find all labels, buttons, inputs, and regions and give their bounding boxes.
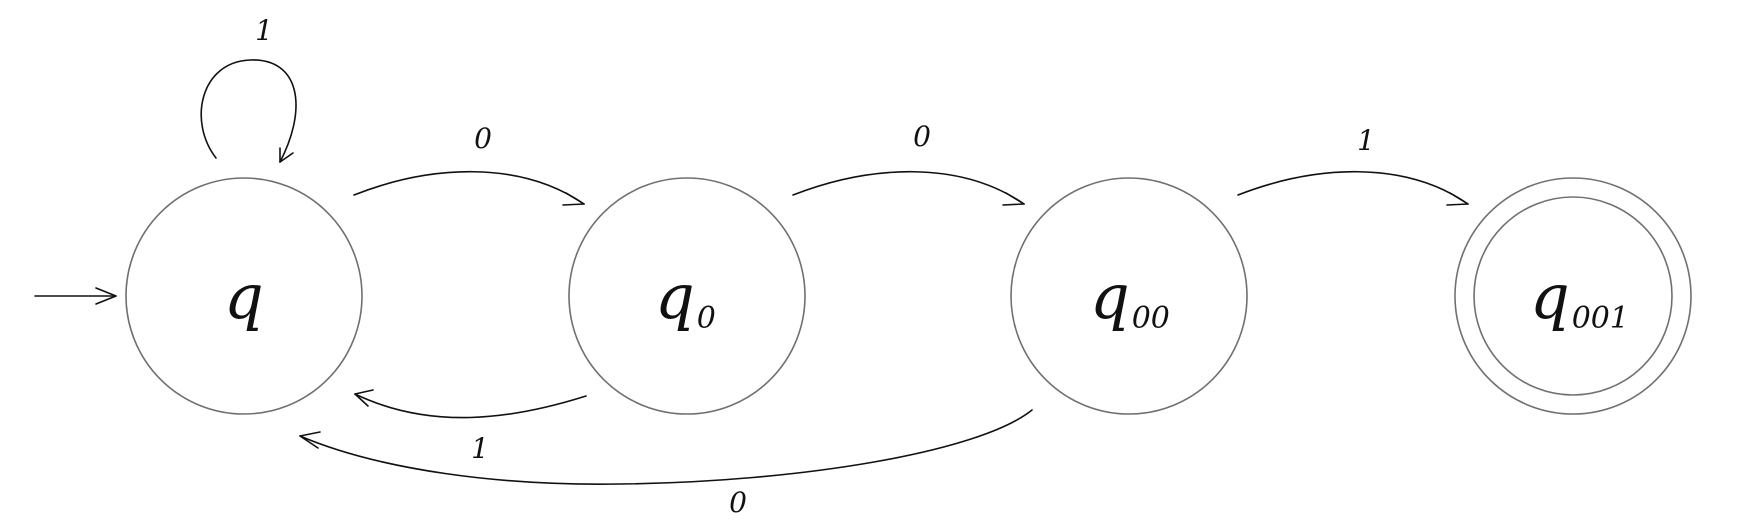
transition-q00-q001-label: 1 <box>1357 124 1375 157</box>
transition-q0-q00[interactable]: 0 <box>792 120 1025 206</box>
state-q001-outer-circle <box>1454 177 1692 415</box>
state-q[interactable]: q <box>125 177 363 415</box>
state-q001[interactable]: q001 <box>1454 177 1692 415</box>
state-q0[interactable]: q0 <box>568 177 806 415</box>
state-q00-label: q00 <box>1090 260 1170 336</box>
state-q0-label: q0 <box>655 260 716 336</box>
state-q0-circle <box>568 177 806 415</box>
transition-q-q0-label: 0 <box>474 122 492 155</box>
transition-q-q0[interactable]: 0 <box>353 122 585 206</box>
transition-q00-q-label: 0 <box>729 486 747 519</box>
state-q00-circle <box>1010 177 1248 415</box>
state-q001-label: q001 <box>1530 260 1629 336</box>
transition-q-q[interactable]: 1 <box>200 14 297 163</box>
transition-q00-q001[interactable]: 1 <box>1237 124 1469 206</box>
transition-q0-q[interactable]: 1 <box>354 389 587 465</box>
transition-q-q-label: 1 <box>255 14 273 47</box>
transition-q0-q00-label: 0 <box>913 120 931 153</box>
transition-q00-q[interactable]: 0 <box>299 409 1033 519</box>
state-q-circle <box>125 177 363 415</box>
state-q001-inner-circle <box>1473 196 1673 396</box>
start-arrow <box>34 287 117 305</box>
transition-q0-q-label: 1 <box>471 432 489 465</box>
state-q00[interactable]: q00 <box>1010 177 1248 415</box>
state-q-label: q <box>224 260 264 333</box>
